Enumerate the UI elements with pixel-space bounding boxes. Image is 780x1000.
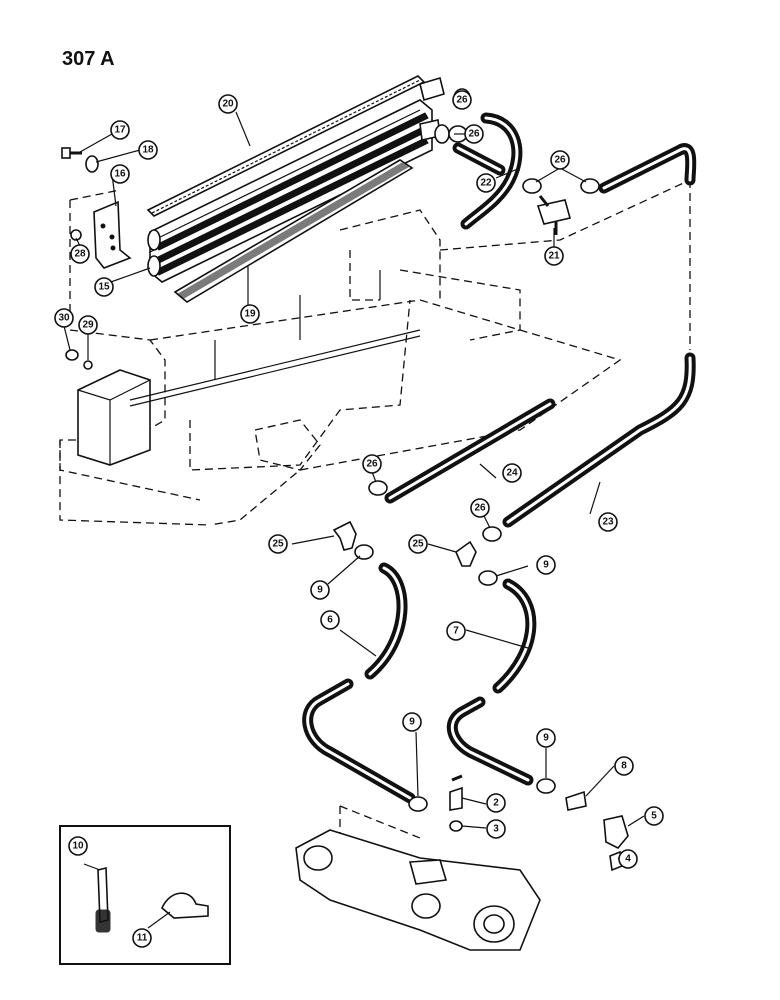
callout-label: 21	[548, 251, 560, 262]
callout-label: 8	[621, 761, 627, 772]
callout-label: 24	[506, 468, 518, 479]
connector-fittings	[565, 790, 629, 872]
callout-label: 26	[456, 95, 468, 106]
callout: 17	[110, 120, 130, 140]
nut-and-lockwasher	[65, 349, 93, 370]
callout-label: 9	[543, 733, 549, 744]
callout-label: 15	[98, 282, 110, 293]
callout: 6	[320, 610, 340, 630]
oil-cooler-core	[147, 99, 433, 283]
callout: 9	[536, 555, 556, 575]
elbow-fittings	[332, 520, 477, 567]
callout: 11	[132, 928, 152, 948]
lower-foam-seal	[173, 159, 414, 303]
callout: 2	[486, 793, 506, 813]
callout-label: 9	[409, 717, 415, 728]
callout-label: 26	[366, 459, 378, 470]
callout-label: 20	[222, 99, 234, 110]
callout-label: 16	[114, 169, 126, 180]
callout-label: 11	[137, 933, 148, 944]
callout: 26	[550, 150, 570, 170]
callout-label: 18	[142, 145, 154, 156]
callout: 4	[618, 849, 638, 869]
callout: 21	[544, 246, 564, 266]
callout-label: 22	[480, 178, 492, 189]
callout: 10	[68, 836, 88, 856]
callout: 23	[598, 512, 618, 532]
callout-label: 5	[651, 811, 657, 822]
callout: 20	[218, 94, 238, 114]
clamps	[354, 125, 600, 812]
callout: 15	[94, 277, 114, 297]
page-number: 307 A	[62, 48, 115, 70]
callout-label: 9	[543, 560, 549, 571]
leader-lines	[63, 99, 645, 929]
callout: 8	[614, 756, 634, 776]
callout: 25	[408, 534, 428, 554]
frame-outline	[59, 179, 691, 526]
callout: 9	[402, 712, 422, 732]
callout-label: 9	[317, 585, 323, 596]
callout-label: 25	[412, 539, 424, 550]
callout-label: 29	[82, 320, 94, 331]
callout-label: 7	[453, 626, 459, 637]
callout: 22	[476, 173, 496, 193]
callout-label: 26	[554, 155, 566, 166]
drain-valve	[536, 195, 571, 235]
callout: 16	[110, 164, 130, 184]
support-block	[77, 369, 151, 466]
callout-label: 26	[468, 129, 480, 140]
hoses	[302, 112, 697, 804]
drain-petcock	[449, 774, 463, 832]
callout: 30	[54, 308, 74, 328]
callout: 18	[138, 140, 158, 160]
callout-label: 17	[114, 125, 126, 136]
callout: 9	[310, 580, 330, 600]
callout: 26	[452, 90, 472, 110]
callout-label: 25	[272, 539, 284, 550]
callout-label: 3	[493, 824, 499, 835]
bolt-and-washer	[61, 147, 99, 241]
callout: 9	[536, 728, 556, 748]
callout: 29	[78, 315, 98, 335]
callout-label: 6	[327, 615, 333, 626]
callout-label: 19	[244, 309, 256, 320]
callout: 5	[644, 806, 664, 826]
callout-label: 2	[493, 798, 499, 809]
callout-label: 30	[58, 313, 70, 324]
callout: 28	[70, 244, 90, 264]
support-rods	[129, 270, 421, 407]
callout: 19	[240, 304, 260, 324]
callout-label: 23	[602, 517, 614, 528]
callout-label: 26	[474, 503, 486, 514]
callout-label: 4	[625, 854, 631, 865]
callout: 26	[362, 454, 382, 474]
callout: 26	[470, 498, 490, 518]
callout: 25	[268, 534, 288, 554]
callout: 26	[464, 124, 484, 144]
water-manifold	[295, 805, 541, 951]
callout: 3	[486, 819, 506, 839]
callout: 7	[446, 621, 466, 641]
callout-label: 28	[74, 249, 86, 260]
callout-label: 10	[72, 841, 84, 852]
callout: 24	[502, 463, 522, 483]
mounting-bracket	[93, 200, 132, 269]
callout-balloons: 20 17 18 16 28 15 19 26 26 22 26 21 30 2…	[54, 90, 664, 948]
